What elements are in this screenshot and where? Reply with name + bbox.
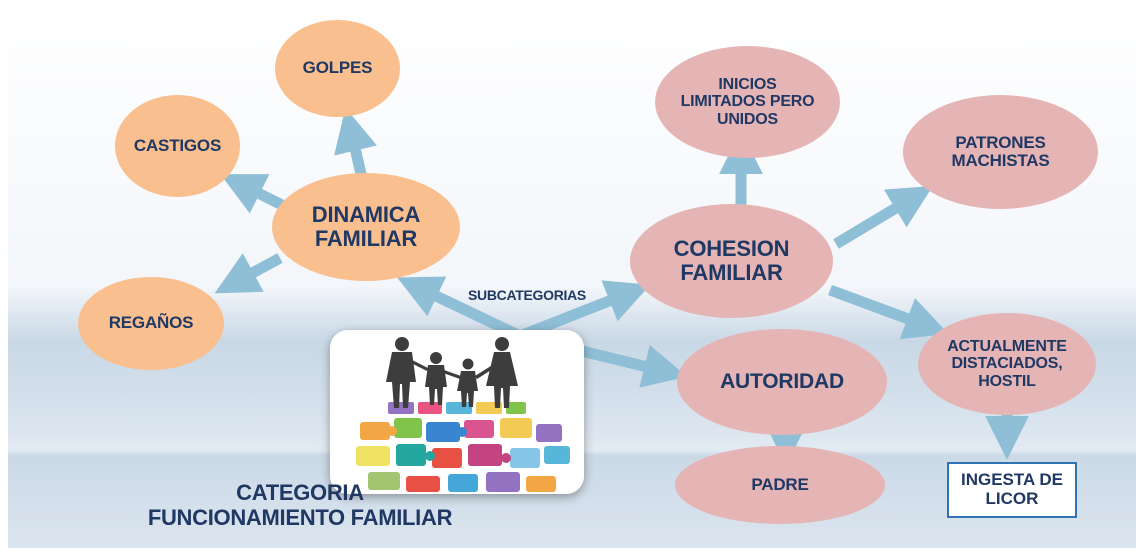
node-actualmente: ACTUALMENTE DISTACIADOS, HOSTIL [918,313,1096,415]
node-inicios-line2: LIMITADOS PERO [680,93,815,111]
node-golpes-label: GOLPES [302,58,373,78]
node-dinamica-line2: FAMILIAR [314,226,418,251]
node-inicios: INICIOS LIMITADOS PERO UNIDOS [655,46,840,158]
node-autoridad: AUTORIDAD [677,329,887,435]
subcategorias-label: SUBCATEGORIAS [468,287,586,303]
node-patrones-line2: MACHISTAS [951,151,1050,170]
arrow-dinamica-reganos [214,253,283,294]
arrow-cohesion-actualmente [828,284,949,340]
node-patrones-line1: PATRONES [955,132,1046,152]
node-reganos-label: REGAÑOS [108,313,194,333]
arrow-sub-cohesion [517,280,651,342]
node-castigos: CASTIGOS [115,95,240,197]
node-reganos: REGAÑOS [78,277,224,370]
node-actualmente-line2: DISTACIADOS, [951,355,1063,373]
arrow-dinamica-castigos [220,174,285,214]
node-ingesta-line1: INGESTA DE [960,470,1063,490]
node-cohesion-line2: FAMILIAR [680,260,783,285]
node-ingesta-line2: LICOR [985,489,1039,508]
category-title-line1: CATEGORIA [236,480,364,505]
node-inicios-line1: INICIOS [718,76,777,94]
node-inicios-line3: UNIDOS [716,110,778,128]
node-castigos-label: CASTIGOS [133,135,222,155]
node-autoridad-label: AUTORIDAD [720,369,844,393]
node-dinamica-line1: DINAMICA [311,202,421,228]
family-puzzle-illustration [330,330,584,494]
node-golpes: GOLPES [275,20,400,117]
category-title: CATEGORIA FUNCIONAMIENTO FAMILIAR [120,480,480,531]
category-title-line2: FUNCIONAMIENTO FAMILIAR [147,505,453,531]
node-padre: PADRE [675,446,885,524]
node-cohesion-familiar: COHESION FAMILIAR [630,204,833,318]
node-dinamica-familiar: DINAMICA FAMILIAR [272,173,460,281]
node-ingesta-de-licor: INGESTA DE LICOR [947,462,1077,518]
node-patrones-machistas: PATRONES MACHISTAS [903,95,1098,209]
node-cohesion-line1: COHESION [673,236,790,262]
family-puzzle-image [330,330,584,494]
node-actualmente-line3: HOSTIL [978,372,1036,390]
arrow-cohesion-patrones [833,185,933,249]
node-actualmente-line1: ACTUALMENTE [947,338,1067,356]
node-padre-label: PADRE [751,474,809,494]
arrow-dinamica-golpes [334,107,377,180]
arrow-sub-dinamica [397,276,523,341]
